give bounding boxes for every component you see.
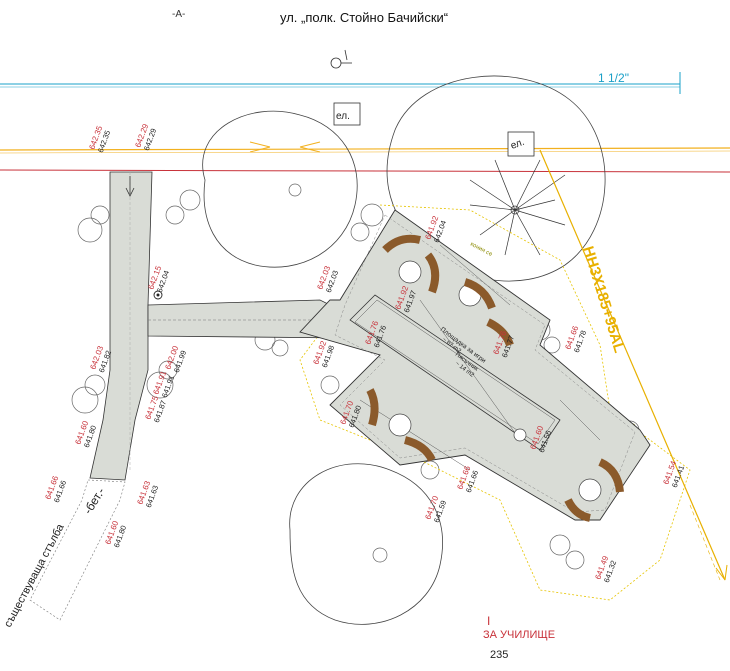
survey-point-icon [330, 49, 352, 69]
pipe-label: 1 1/2" [598, 71, 629, 85]
water-pipe-line: 1 1/2" [0, 71, 681, 94]
property-boundary-line [0, 169, 730, 173]
existing-stairs: съществуваща стълба -бет.- [2, 479, 126, 629]
green-border-label: кония се [469, 241, 494, 258]
power-box-top [333, 102, 361, 126]
school-number: 235 [490, 649, 508, 661]
level-marker-icon [153, 290, 163, 300]
power-line [0, 141, 730, 154]
walkway [89, 171, 351, 481]
top-left-mark: -A- [172, 9, 185, 20]
power-box-mid [507, 131, 535, 157]
cable-line [539, 149, 728, 581]
cable-label: НН3Х185+95AL [579, 244, 628, 355]
green-zone-border [299, 204, 691, 601]
concrete-label: -бет.- [81, 485, 108, 517]
power-box-top-label: ел. [336, 111, 350, 122]
school-label: ЗА УЧИЛИЩЕ [483, 629, 555, 641]
street-label: ул. „полк. Стойно Бачийски“ [280, 10, 448, 25]
play-elements [366, 234, 624, 522]
existing-stairs-label: съществуваща стълба [2, 521, 67, 629]
school-marker: I [487, 614, 490, 628]
power-box-mid-label: ел. [509, 137, 526, 152]
